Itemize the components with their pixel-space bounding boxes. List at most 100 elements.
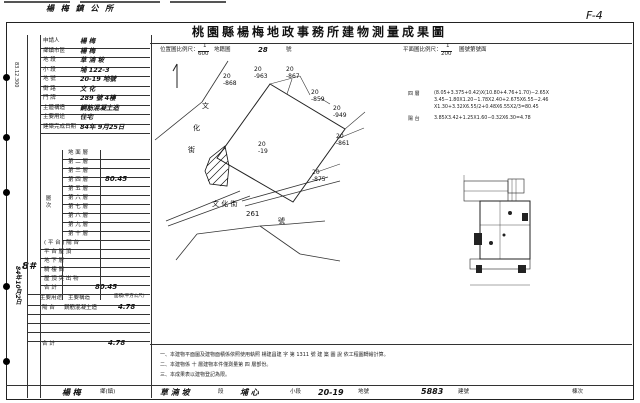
side-id: 83.12.300	[13, 62, 19, 88]
footer-small-section: 埔 心	[240, 388, 259, 397]
floor-extra-label: 平 台 屋 頂	[44, 249, 72, 255]
footer-proof: 棟次	[572, 389, 584, 395]
left-row-value: 289 號 4樓	[80, 94, 116, 102]
map-street-number: 261	[246, 210, 259, 218]
binder-hole-icon	[3, 358, 10, 365]
floor-extra-label: 騎 樓 間	[44, 267, 64, 273]
floor-row-label: 第 七 層	[68, 204, 88, 210]
footer-town-suffix: 鄉(鎮)	[100, 389, 116, 395]
office-name: 楊 梅 鎮 公 所	[46, 4, 116, 13]
floor-scale-den: 200	[441, 51, 452, 57]
left-row-label: 主要用途	[43, 114, 66, 120]
left-row-label: 申請人	[43, 38, 60, 44]
parcel-label: 20-19	[258, 141, 268, 155]
floor-row-label: 第 八 層	[68, 213, 88, 219]
left-row-value: 楊 梅	[80, 37, 96, 45]
top-strip-line	[80, 1, 160, 3]
footer-section: 草 湳 坡	[160, 388, 190, 397]
left-row-value: 20-19 地號	[80, 75, 117, 83]
floor-extra-label: 地 下 層	[44, 258, 64, 264]
left-row-value: 楊 梅	[80, 46, 96, 55]
attach-total-label: 合 計	[42, 341, 55, 347]
page-title: 桃園縣楊梅地政事務所建物測量成果圖	[192, 25, 448, 39]
location-scale-den: 600	[198, 51, 209, 57]
attach-total-value: 4.78	[108, 339, 126, 347]
location-unit: 號	[286, 47, 292, 53]
left-row-label: 地 號	[43, 76, 56, 82]
left-row-label: 街 路	[43, 85, 56, 92]
calc-floor-formula: (8.05+3.375+0.42)X(10.80+4.76+1.70)−2.65…	[434, 91, 550, 110]
location-num: 28	[258, 46, 268, 54]
top-strip-line	[4, 1, 70, 3]
left-panel	[27, 35, 152, 398]
floor-plan	[463, 175, 531, 286]
side-mark: 8#	[22, 261, 36, 272]
top-strip	[0, 0, 640, 6]
parcel-label: 20-949	[333, 105, 347, 119]
form-frame	[6, 22, 634, 400]
left-row-value: 84年 9月25日	[80, 122, 125, 131]
floor-row-value: 80.45	[105, 175, 128, 183]
left-row-value: 鋼筋混凝土造	[80, 103, 119, 112]
attach-row-struct: 鋼筋混凝土造	[64, 305, 98, 311]
floor-row-label: 第 二 層	[68, 159, 88, 165]
footer-lot-suffix: 地號	[358, 389, 370, 395]
parcel-label: 20-867	[286, 66, 300, 80]
page-tag: F-4	[586, 9, 603, 22]
attach-header: 主要用途	[40, 295, 63, 301]
binder-hole-icon	[3, 189, 10, 196]
floor-row-label: 地 面 層	[68, 150, 88, 156]
binder-hole-icon	[3, 283, 10, 290]
left-row-label: 主體構造	[43, 104, 66, 111]
calc-balcony-formula: 3.85X3.42+1.25X1.60−0.32X6.30=4.78	[434, 116, 531, 121]
apply-date: 84年10月2日	[14, 266, 21, 305]
footer-lot: 20-19	[318, 388, 344, 397]
floor-scale-label: 平面圖比例尺：	[403, 47, 442, 53]
location-sheet: 地籍圖	[214, 47, 231, 53]
footer-township: 楊 梅	[62, 388, 81, 397]
left-row-value: 草 湳 坡	[80, 56, 105, 64]
note-1: 一、本建物平面圖及建物面積係依照使用執照 楊建昌建 字 第 1311 號 建 築…	[160, 352, 389, 358]
floor-total-label: 合 計	[44, 285, 57, 291]
left-row-label: 鄉鎮市區	[43, 47, 66, 54]
floor-total-value: 80.45	[95, 283, 118, 291]
parcel-label: 20-875	[312, 169, 326, 183]
left-row-label: 建築完成日期	[43, 123, 77, 130]
map-street-char: 化	[193, 123, 200, 132]
location-map: 文 化 街 文 化 街 261 號 20-868 20-963 20-867 2…	[154, 60, 366, 262]
left-row-value: 埔 122-3	[80, 65, 110, 74]
floor-row-label: 第 五 層	[68, 186, 88, 192]
note-3: 三、本成果表以建物登記為限。	[160, 372, 231, 378]
floor-row-label: 第 三 層	[68, 168, 88, 174]
map-street-char: 街	[188, 145, 195, 154]
left-row-value: 文 化	[80, 84, 96, 93]
floor-row-label: 第 四 層	[68, 177, 88, 183]
footer-section-suffix: 段	[218, 389, 224, 395]
floor-row-label: 第 十 層	[68, 231, 88, 237]
top-strip-line	[170, 1, 226, 3]
left-row-label: 小 段	[43, 66, 56, 73]
parcel-label: 20-868	[223, 73, 237, 87]
floor-block-label: 層 次	[44, 195, 51, 208]
attach-header: 面積(平方公尺)	[114, 294, 145, 299]
calc-floor-label: 四 層	[408, 91, 420, 97]
floor-extra-label: 屋 頂 突 出 物	[44, 276, 79, 282]
floor-extra-label: ( 平 台 ) 陽 台	[44, 240, 80, 246]
map-street-unit: 號	[278, 216, 285, 225]
attach-row-label: 陽 台	[42, 305, 55, 311]
location-scale-label: 位置圖比例尺：	[160, 47, 199, 53]
calc-balcony-label: 陽 台	[408, 116, 420, 122]
parcel-label: 20-859	[311, 89, 325, 103]
floor-row-label: 第 六 層	[68, 195, 88, 201]
attach-header: 主要構造	[68, 295, 91, 301]
attach-row-area: 4.78	[118, 303, 136, 311]
map-street-name: 文 化 街	[212, 199, 237, 208]
map-street-char: 文	[202, 101, 209, 110]
footer-small-section-suffix: 小段	[290, 389, 302, 395]
floor-sheet: 圖號第號面	[459, 47, 487, 53]
footer-building-suffix: 建號	[458, 389, 470, 395]
parcel-label: 20-861	[336, 133, 350, 147]
binder-hole-icon	[3, 134, 10, 141]
note-2: 二、本建物係 十 層建物本件僅測量第 四 層部份。	[160, 362, 272, 368]
left-row-label: 門 牌	[43, 95, 56, 101]
